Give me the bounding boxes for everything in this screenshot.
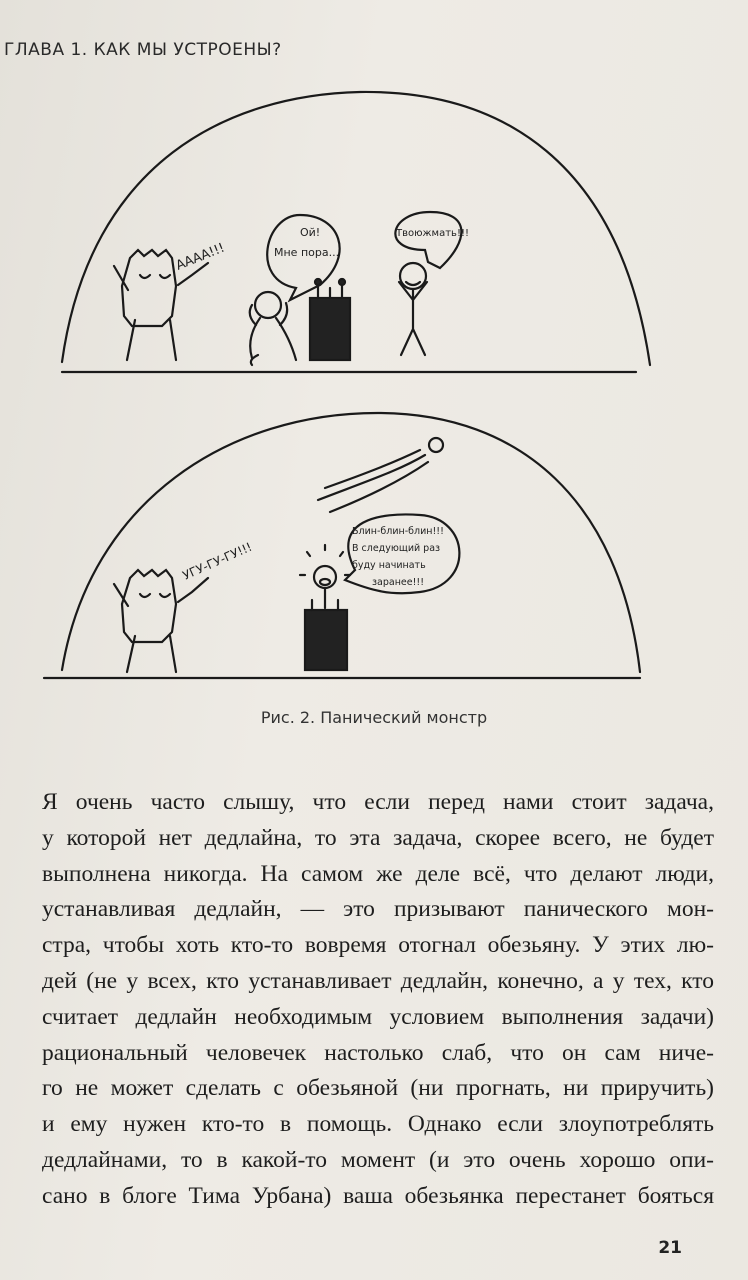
panic-monster-illustration: АААА!!! Ой! Мне пора... Твоюжмать!!! УГУ… xyxy=(42,90,652,680)
monkey-figure xyxy=(248,290,298,367)
text-line: выполнена никогда. На самом же деле всё,… xyxy=(42,860,714,887)
text-line: у которой нет дедлайна, то эта задача, с… xyxy=(42,824,714,851)
text-line: дей (не у всех, кто устанавливает дедлай… xyxy=(42,967,714,994)
chapter-header: ГЛАВА 1. КАК МЫ УСТРОЕНЫ? xyxy=(4,40,282,60)
human-figure xyxy=(397,261,429,357)
text-line: стра, чтобы хоть кто-то вовремя отогнал … xyxy=(42,932,714,959)
human-speech-2-4: заранее!!! xyxy=(372,577,424,588)
human-figure-2 xyxy=(298,543,352,610)
human-speech: Твоюжмать!!! xyxy=(395,228,469,239)
text-line: и ему нужен кто-то в помощь. Однако если… xyxy=(42,1111,714,1138)
human-bubble xyxy=(394,210,463,270)
body-text: Я очень часто слышу, что если перед нами… xyxy=(42,785,714,1215)
monkey-speech-2: Мне пора... xyxy=(274,246,339,259)
text-line: Я очень часто слышу, что если перед нами… xyxy=(42,789,714,815)
human-speech-2-3: буду начинать xyxy=(352,560,426,571)
control-panel-2 xyxy=(303,598,349,672)
human-bubble-2 xyxy=(343,513,461,595)
text-line: считает дедлайн необходимым условием вып… xyxy=(42,1003,714,1030)
panel-1: АААА!!! Ой! Мне пора... Твоюжмать!!! xyxy=(60,90,652,374)
control-panel xyxy=(308,277,352,362)
human-speech-2-2: В следующий раз xyxy=(352,543,440,554)
text-line: сано в блоге Тима Урбана) ваша обезьянка… xyxy=(42,1182,714,1209)
text-line: го не может сделать с обезьяной (ни прог… xyxy=(42,1075,714,1102)
human-speech-2-1: Блин-блин-блин!!! xyxy=(352,526,444,537)
text-line: дедлайнами, то в какой-то момент (и это … xyxy=(42,1146,714,1173)
fleeing-monkey xyxy=(316,436,445,514)
text-line: устанавливая дедлайн, — это призывают па… xyxy=(42,896,714,923)
dome-1 xyxy=(60,90,652,367)
page-number: 21 xyxy=(658,1238,682,1258)
text-line: рациональный человечек настолько слаб, ч… xyxy=(42,1039,714,1066)
monkey-speech-1: Ой! xyxy=(300,226,320,239)
figure-caption: Рис. 2. Панический монстр xyxy=(260,708,488,727)
monkey-bubble xyxy=(266,213,341,303)
monster-figure-2 xyxy=(112,568,210,674)
monster-figure xyxy=(112,248,210,362)
dome-2 xyxy=(60,411,642,674)
panel-2: УГУ-ГУ-ГУ!!! Блин-блин-блин!!! В следующ… xyxy=(42,411,642,680)
monster-shout-2: УГУ-ГУ-ГУ!!! xyxy=(181,540,255,583)
